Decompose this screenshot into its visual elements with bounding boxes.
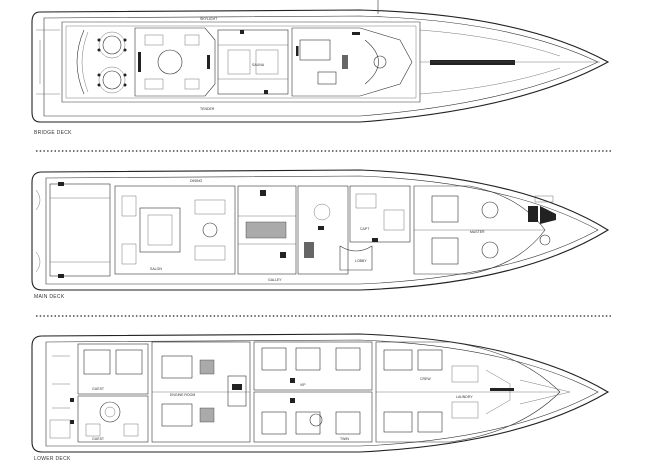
bridge-label-sauna: SAUNA	[252, 63, 265, 67]
bridge-deck-label: BRIDGE DECK	[34, 130, 72, 136]
lower-deck-plan: GUEST GUEST CREW ENGINE ROOM VIP TWIN LA…	[31, 333, 610, 453]
main-deck-label: MAIN DECK	[34, 294, 65, 300]
lower-label-guest-1: GUEST	[92, 387, 105, 391]
lower-deck-label: LOWER DECK	[34, 456, 71, 462]
main-label-dining: DINING	[190, 179, 203, 183]
main-label-lobby: LOBBY	[355, 259, 367, 263]
main-label-salon: SALON	[150, 267, 162, 271]
main-deck-plan: GALLEY DINING SALON CAPT LOBBY MASTER	[31, 169, 610, 291]
bridge-label-skylight: SKYLIGHT	[200, 17, 218, 21]
main-label-master: MASTER	[470, 230, 485, 234]
bridge-deck-plan: SKYLIGHT TENDER SAUNA	[31, 0, 610, 123]
lower-label-laundry: LAUNDRY	[456, 395, 473, 399]
lower-label-crew: CREW	[420, 377, 431, 381]
main-label-capt: CAPT	[360, 227, 370, 231]
bridge-label-tender: TENDER	[200, 107, 215, 111]
main-label-galley: GALLEY	[268, 278, 282, 282]
lower-label-vip: VIP	[300, 383, 306, 387]
lower-label-twin: TWIN	[340, 437, 349, 441]
lower-label-guest-2: GUEST	[92, 437, 105, 441]
lower-label-engine: ENGINE ROOM	[170, 393, 195, 397]
